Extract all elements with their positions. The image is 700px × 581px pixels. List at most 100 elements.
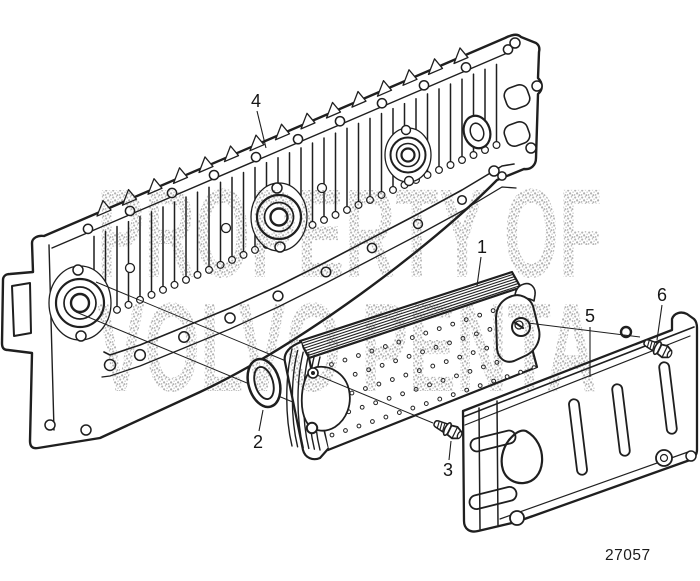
perforation-dot — [329, 432, 335, 438]
perforation-dot — [440, 377, 446, 383]
fin-foot — [354, 200, 363, 209]
gasket-bolt-holes-top — [82, 44, 514, 235]
oil-cooler-core-part-1 — [283, 270, 541, 461]
gasket-hole-top — [124, 205, 136, 217]
core-left-tab-hole-lower — [305, 421, 319, 435]
right-boss — [384, 124, 432, 187]
bracket-slot-horizontal-1 — [469, 429, 517, 453]
fin-foot — [343, 205, 352, 214]
perforation-dot — [433, 344, 439, 350]
perforation-dot — [353, 442, 359, 448]
bracket-flange-fold-b — [496, 400, 499, 526]
leader-2 — [258, 409, 264, 432]
perforation-dot — [409, 335, 415, 340]
perforation-dot — [407, 424, 412, 430]
gasket-flange-bottom — [101, 163, 517, 378]
perforation-dot — [477, 312, 483, 318]
perforation-dot — [393, 358, 398, 364]
core-left-tab-pin — [311, 371, 315, 375]
perforation-dot — [389, 377, 395, 382]
perforation-dot — [343, 428, 348, 433]
gasket-hole-top — [208, 169, 220, 181]
fin-tooth — [172, 167, 189, 185]
plate-stripe — [300, 273, 514, 344]
gasket-hole-top — [418, 79, 430, 91]
perforation-dot — [356, 353, 361, 358]
perforation-dot — [382, 344, 388, 349]
fin-tooth — [96, 199, 112, 217]
gasket-hole-top — [292, 133, 304, 145]
bracket-foot-1 — [509, 510, 525, 526]
fin-foot — [170, 280, 179, 289]
fin-tooth — [427, 58, 444, 76]
gasket-hole-bottom — [320, 266, 332, 278]
gasket-band-inner-edge — [103, 163, 515, 356]
bracket-slot-vertical-2 — [611, 383, 631, 457]
perforation-dot — [406, 353, 412, 359]
fin-foot — [182, 275, 191, 284]
fin-tooth — [325, 101, 342, 119]
gasket-hole-bottom — [133, 348, 147, 362]
middle-boss — [250, 182, 308, 253]
alignment-line-to-bolt6 — [527, 322, 641, 338]
perforation-dot — [396, 410, 402, 415]
leader-3 — [448, 440, 452, 461]
perforation-dot — [484, 345, 490, 351]
fin-foot — [193, 270, 202, 279]
callout-label-6: 6 — [657, 285, 667, 305]
fin-tooth — [402, 69, 418, 86]
fin-foot — [216, 260, 225, 269]
perforation-dot — [373, 400, 379, 406]
watermark: PROPERTY OF VOLVO PENTA — [97, 163, 602, 418]
left-flange-boss — [48, 264, 112, 342]
stack-wave-line — [297, 351, 304, 449]
perforation-dot — [400, 391, 405, 397]
plate-stripe — [304, 280, 518, 352]
gasket-band-outer-edge — [101, 186, 517, 378]
perforation-dot — [470, 350, 476, 356]
fin-tooth — [351, 90, 367, 108]
callout-label-1: 1 — [477, 237, 487, 257]
perforation-dot — [427, 382, 432, 388]
perforation-dot — [352, 371, 358, 377]
fin-tooth — [147, 178, 163, 195]
gasket-hole-top — [82, 223, 94, 235]
fin-foot — [366, 195, 375, 204]
perforation-dot — [443, 359, 449, 364]
perforation-dot — [463, 317, 469, 323]
perforation-dot — [379, 362, 385, 368]
callout-label-5: 5 — [585, 306, 595, 326]
stack-wave-line — [291, 349, 299, 448]
perforation-dot — [423, 401, 429, 406]
plate-stripe — [303, 278, 517, 349]
perforation-dot — [467, 368, 473, 374]
perforation-dot — [359, 404, 365, 410]
fin-foot — [458, 155, 467, 164]
perforation-dot — [342, 357, 348, 363]
gasket-hole-bottom — [497, 171, 507, 181]
gasket-hole-top — [460, 62, 472, 73]
port-opening — [11, 282, 32, 337]
fin-tooth — [121, 188, 138, 206]
fin-foot — [239, 250, 248, 259]
perforation-dot — [420, 349, 425, 355]
fin-foot — [124, 300, 133, 309]
housing-cover-part-4 — [0, 33, 543, 450]
perforation-dot — [450, 392, 456, 397]
watermark-line-2: VOLVO PENTA — [97, 277, 597, 418]
bracket-bottom-inner-line — [499, 451, 689, 520]
bracket-flange-fold-a — [478, 407, 481, 530]
core-left-tab — [300, 365, 351, 432]
perforation-dot — [376, 381, 382, 387]
right-end-passages — [462, 37, 543, 177]
core-right-tab-pin-line — [512, 320, 525, 330]
leader-1 — [476, 256, 482, 287]
perforation-dot — [329, 362, 334, 367]
fin-foot — [389, 185, 398, 194]
stack-wave-line — [286, 348, 293, 447]
perforation-dot — [490, 308, 496, 314]
plate-edge-stripes — [300, 273, 521, 357]
perforation-dot — [403, 372, 409, 378]
